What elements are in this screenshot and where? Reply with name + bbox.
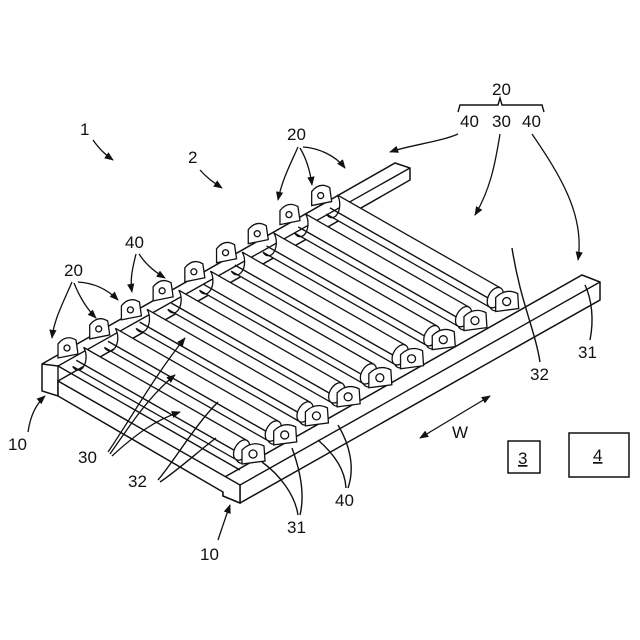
shaft-end xyxy=(312,412,320,420)
label-31-right: 31 xyxy=(578,343,597,362)
label-20-mid: 20 xyxy=(287,125,306,144)
shaft-end xyxy=(191,269,197,275)
shaft-end xyxy=(344,393,352,401)
label-40-bottom: 40 xyxy=(335,491,354,510)
label-30-left: 30 xyxy=(78,448,97,467)
bracket xyxy=(458,98,544,112)
label-40-top-right: 40 xyxy=(522,112,541,131)
shaft-end xyxy=(64,345,70,351)
shaft-end xyxy=(286,212,292,218)
shaft-end xyxy=(249,450,257,458)
label-10-left: 10 xyxy=(8,435,27,454)
label-direction: W xyxy=(452,423,468,442)
shaft-end xyxy=(471,317,479,325)
label-32-right: 32 xyxy=(530,365,549,384)
label-30-top: 30 xyxy=(492,112,511,131)
label-20-top: 20 xyxy=(492,80,511,99)
label-box-3: 3 xyxy=(518,449,527,468)
label-32-left: 32 xyxy=(128,472,147,491)
label-20-left: 20 xyxy=(64,261,83,280)
label-40-top-left: 40 xyxy=(460,112,479,131)
shaft-end xyxy=(318,193,324,199)
shaft-end xyxy=(281,431,289,439)
shaft-end xyxy=(127,307,133,313)
label-31-bottom: 31 xyxy=(287,518,306,537)
shaft-end xyxy=(223,250,229,256)
label-box-4: 4 xyxy=(593,446,602,465)
shaft-end xyxy=(159,288,165,294)
shaft-end xyxy=(408,355,416,363)
shaft-end xyxy=(439,336,447,344)
label-10-bottom: 10 xyxy=(200,545,219,564)
label-1: 1 xyxy=(80,120,89,139)
shaft-end xyxy=(376,374,384,382)
label-40-left: 40 xyxy=(125,233,144,252)
shaft-end xyxy=(96,326,102,332)
shaft-end xyxy=(254,231,260,237)
shaft-end xyxy=(503,298,511,306)
label-2: 2 xyxy=(188,148,197,167)
